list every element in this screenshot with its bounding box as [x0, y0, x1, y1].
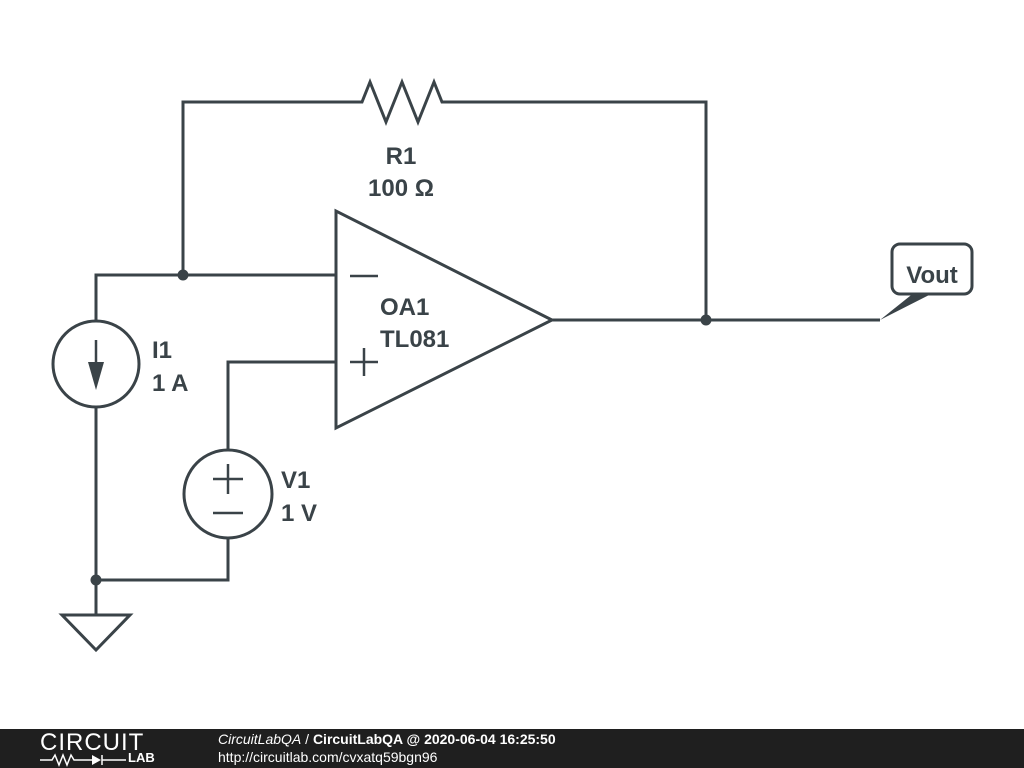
oa1-part: TL081	[380, 326, 449, 353]
wire-noninverting-input	[226, 360, 336, 450]
wire-feedback-left	[181, 100, 352, 275]
logo-text-lab: LAB	[128, 750, 155, 765]
r1-name: R1	[386, 143, 417, 170]
author-link[interactable]: CircuitLabQA	[218, 731, 302, 747]
separator: /	[305, 731, 310, 747]
oa1-name: OA1	[380, 294, 429, 321]
ground-symbol	[58, 613, 134, 653]
v1-value: 1 V	[281, 500, 317, 527]
wire-feedback-right	[450, 100, 708, 320]
wire-v1-to-ground	[96, 538, 230, 582]
footer-url-link[interactable]: http://circuitlab.com/cvxatq59bgn96	[218, 749, 438, 765]
current-arrow-icon	[88, 362, 104, 390]
schematic-title: CircuitLabQA @ 2020-06-04 16:25:50	[312, 731, 556, 747]
i1-name: I1	[152, 337, 172, 364]
voltage-source-v1	[182, 448, 274, 540]
wire-inverting-input	[94, 273, 336, 320]
i1-value: 1 A	[152, 370, 188, 397]
opamp-oa1	[334, 208, 556, 431]
resistor-diode-icon	[40, 753, 126, 767]
circuitlab-logo[interactable]: CIRCUIT LAB	[40, 731, 180, 767]
junction-dot	[177, 269, 189, 281]
v1-name: V1	[281, 467, 310, 494]
current-source-i1	[51, 319, 141, 409]
footer-bar: CIRCUIT LAB CircuitLabQA / CircuitLabQA …	[0, 729, 1024, 768]
junction-dot	[90, 574, 102, 586]
junction-dot	[700, 314, 712, 326]
wires	[94, 100, 880, 615]
logo-text-circuit: CIRCUIT	[40, 729, 145, 756]
vout-label: Vout	[906, 262, 958, 289]
circuit-schematic: Vout R1 100 Ω OA1 TL081 I1 1 A V1 1 V	[51, 77, 974, 653]
footer-title-line: CircuitLabQA / CircuitLabQA @ 2020-06-04…	[218, 731, 556, 748]
resistor-r1	[352, 77, 450, 127]
vout-net-label: Vout	[880, 242, 974, 320]
r1-value: 100 Ω	[368, 175, 434, 202]
